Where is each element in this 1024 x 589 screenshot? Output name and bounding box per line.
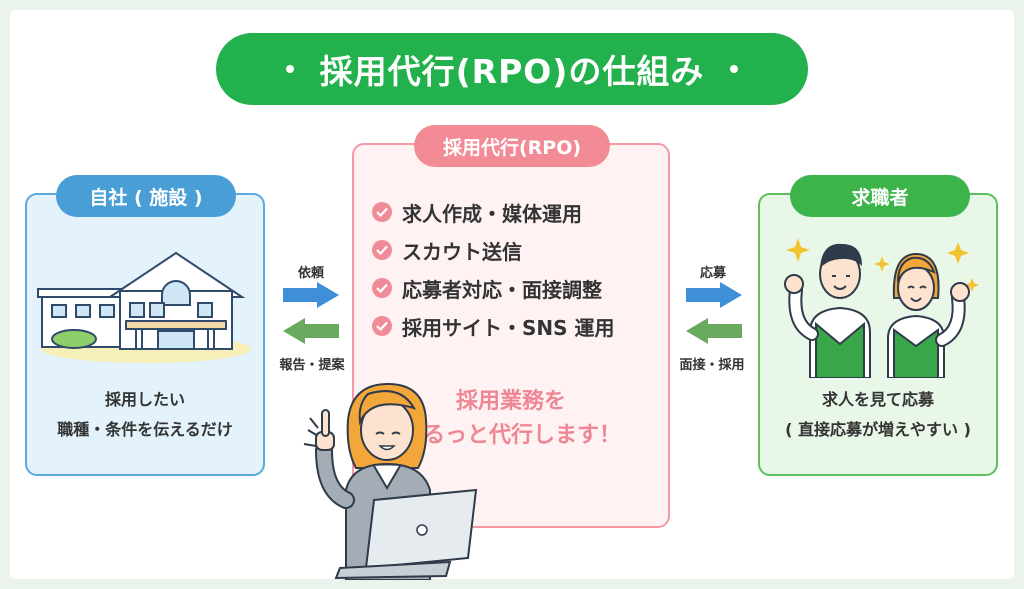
rpo-tag: 採用代行(RPO): [414, 125, 610, 167]
request-label: 依頼: [297, 266, 324, 281]
arrow-right-icon: [283, 282, 339, 308]
rpo-message: 採用業務を まるっと代行します！: [354, 385, 668, 453]
interview-hire-label: 面接・採用: [679, 358, 745, 373]
rpo-message-line2: まるっと代行します！: [400, 423, 621, 448]
title-dot-left: [285, 65, 294, 73]
arrow-left-icon: [283, 318, 339, 344]
check-icon: [372, 316, 392, 336]
company-message-line1: 採用したい: [104, 390, 185, 409]
company-tag: 自社 ( 施設 ): [56, 175, 236, 217]
check-icon: [372, 240, 392, 260]
businesswoman-laptop-icon: [303, 382, 478, 580]
company-message: 採用したい 職種・条件を伝えるだけ: [27, 385, 263, 445]
checklist-item-label: 応募者対応・面接調整: [402, 277, 602, 302]
checklist-item: 求人作成・媒体運用: [372, 193, 662, 231]
job-seeker-message: 求人を見て応募 ( 直接応募が増えやすい ): [760, 385, 996, 445]
facility-building-icon: [37, 251, 251, 363]
checklist-item-label: 求人作成・媒体運用: [402, 201, 582, 226]
job-seeker-message-line1: 求人を見て応募: [821, 390, 934, 409]
apply-label: 応募: [699, 266, 726, 281]
rpo-message-line1: 採用業務を: [455, 389, 566, 414]
arrow-left-icon: [686, 318, 742, 344]
arrow-right-icon: [686, 282, 742, 308]
checklist-item: スカウト送信: [372, 231, 662, 269]
checklist-item-label: スカウト送信: [402, 239, 522, 264]
rpo-checklist: 求人作成・媒体運用 スカウト送信 応募者対応・面接調整 採用サイト・SNS 運用: [372, 193, 662, 345]
checklist-item: 応募者対応・面接調整: [372, 269, 662, 307]
check-icon: [372, 278, 392, 298]
report-proposal-label: 報告・提案: [279, 358, 345, 373]
checklist-item-label: 採用サイト・SNS 運用: [402, 315, 615, 340]
job-seeker-message-line2: ( 直接応募が増えやすい ): [785, 420, 971, 439]
check-icon: [372, 202, 392, 222]
job-seeker-tag: 求職者: [790, 175, 970, 217]
page-title: 採用代行(RPO)の仕組み: [319, 52, 705, 91]
company-message-line2: 職種・条件を伝えるだけ: [57, 420, 233, 439]
title-dot-right: [730, 65, 739, 73]
job-seekers-icon: [784, 238, 979, 378]
title-banner: 採用代行(RPO)の仕組み: [216, 33, 808, 105]
checklist-item: 採用サイト・SNS 運用: [372, 307, 662, 345]
